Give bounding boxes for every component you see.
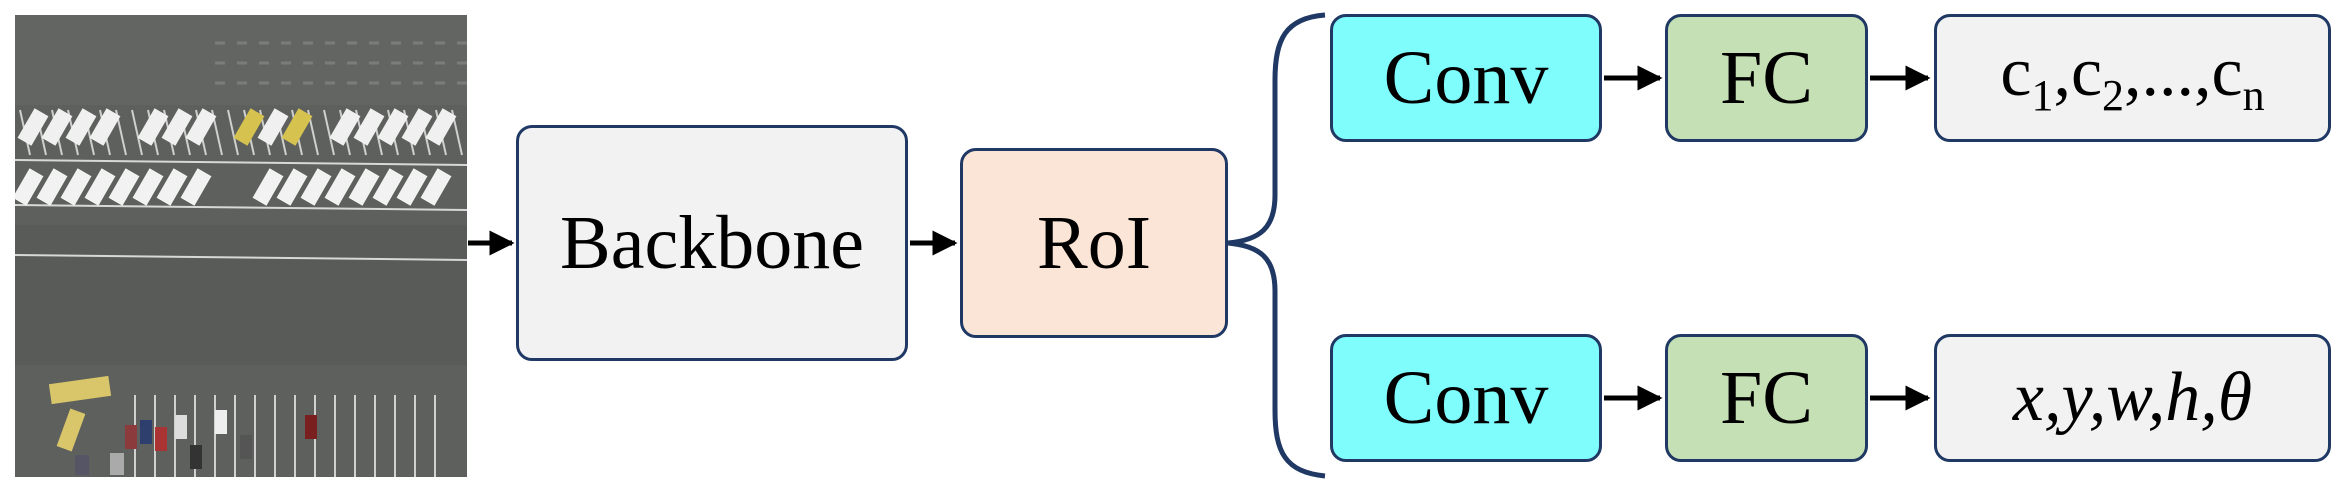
input-aerial-image: [15, 15, 467, 477]
fc-label-top: FC: [1720, 36, 1813, 120]
conv-label-bottom: Conv: [1383, 356, 1549, 440]
backbone-block: Backbone: [516, 125, 908, 361]
conv-label-top: Conv: [1383, 36, 1549, 120]
roi-block: RoI: [960, 148, 1228, 338]
split-bracket: [1227, 12, 1326, 479]
bbox-output-block: x,y,w,h,θ: [1934, 334, 2331, 462]
conv-block-top: Conv: [1330, 14, 1602, 142]
class-output-label: c1,c2,...,cn: [2000, 34, 2265, 120]
conv-block-bottom: Conv: [1330, 334, 1602, 462]
backbone-label: Backbone: [560, 201, 864, 285]
roi-label: RoI: [1037, 201, 1151, 285]
class-output-block: c1,c2,...,cn: [1934, 14, 2331, 142]
bbox-output-label: x,y,w,h,θ: [2012, 359, 2253, 436]
fc-label-bottom: FC: [1720, 356, 1813, 440]
fc-block-top: FC: [1665, 14, 1868, 142]
fc-block-bottom: FC: [1665, 334, 1868, 462]
